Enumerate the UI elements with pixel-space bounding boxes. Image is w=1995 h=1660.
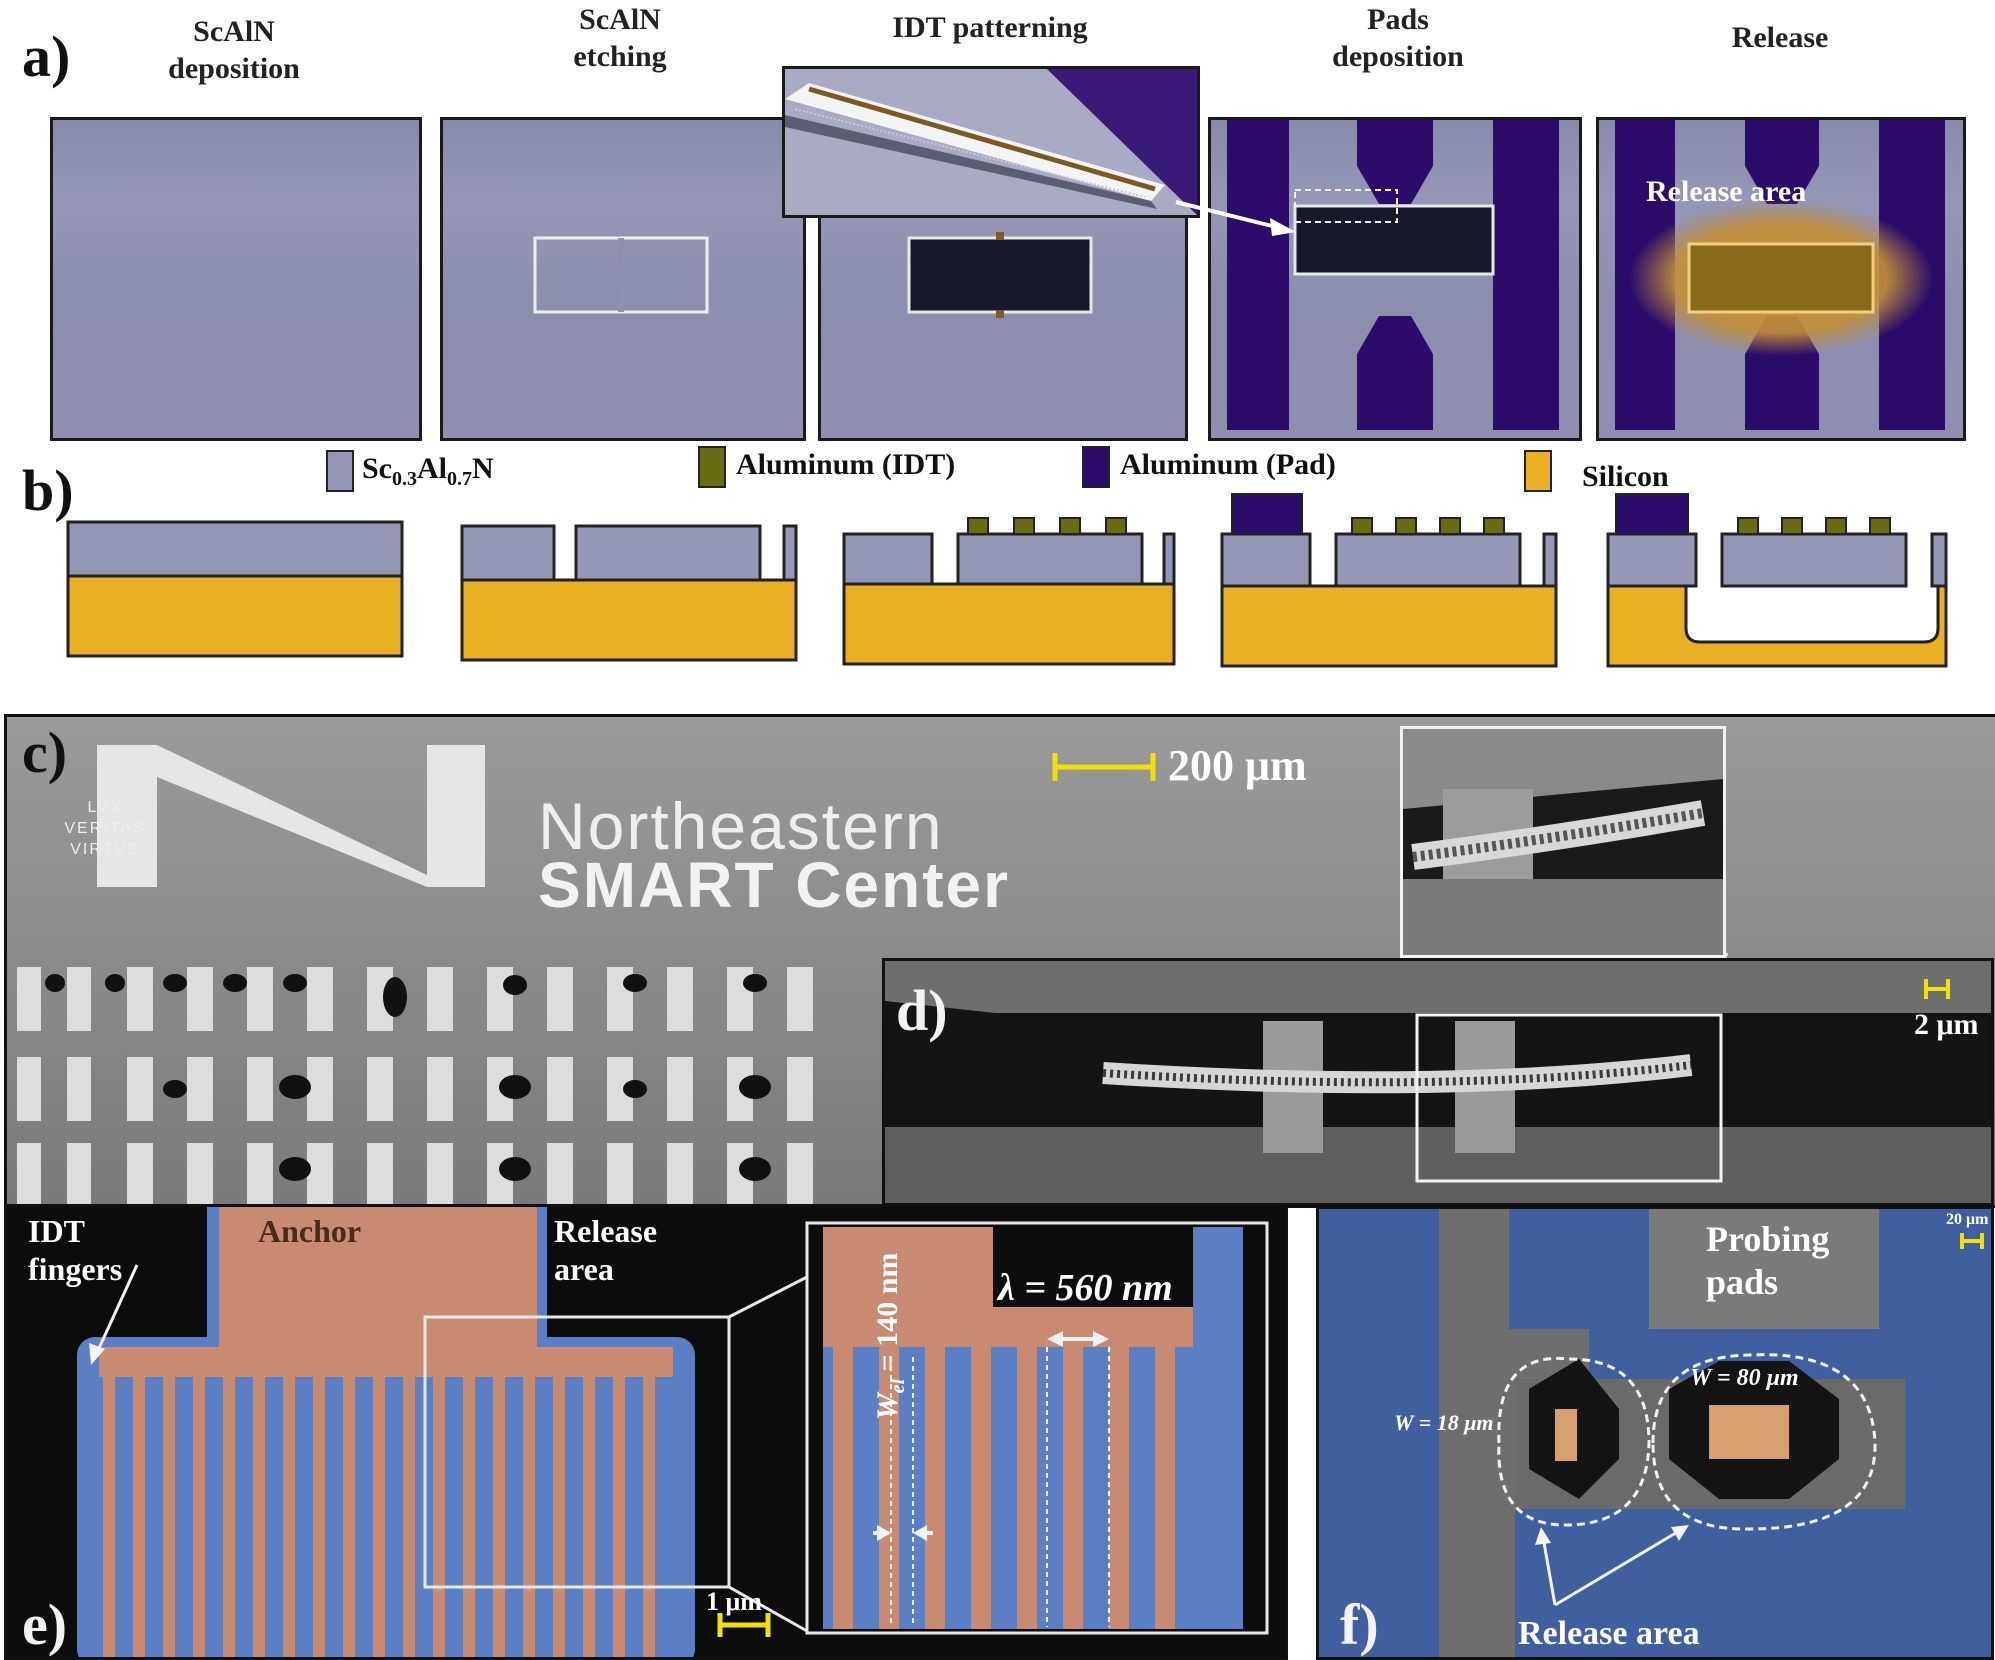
cross-section-2 bbox=[460, 524, 798, 662]
anchor-label: Anchor bbox=[258, 1213, 362, 1249]
legend-swatch-al-idt bbox=[698, 446, 726, 488]
step-title-3: IDT patterning bbox=[840, 10, 1140, 47]
wel-subscript: el bbox=[887, 1378, 909, 1394]
panel-c-inset bbox=[1400, 726, 1726, 958]
inset-beam bbox=[1403, 729, 1723, 955]
lambda-label: λ = 560 nm bbox=[998, 1267, 1173, 1309]
legend-scaln-al: Al bbox=[417, 452, 447, 485]
panel-c-scale-bar bbox=[1052, 753, 1156, 781]
step-2-line2: etching bbox=[573, 39, 667, 73]
panel-f-label: f) bbox=[1340, 1592, 1379, 1657]
legend-swatch-al-pad bbox=[1082, 446, 1110, 488]
step-4-top-view bbox=[1208, 117, 1582, 441]
panel-e-scale-text: 1 μm bbox=[706, 1587, 762, 1616]
panel-c-scale-text: 200 μm bbox=[1168, 741, 1307, 790]
cross-section-5 bbox=[1606, 493, 1948, 668]
logo-line-1: Northeastern bbox=[538, 789, 944, 863]
step-1-line1: ScAlN bbox=[193, 15, 275, 48]
panel-c-label: c) bbox=[22, 720, 68, 785]
probing-line2: pads bbox=[1706, 1262, 1779, 1303]
n-logo bbox=[97, 745, 485, 887]
wel-label: Wel = 140 nm bbox=[870, 1253, 910, 1420]
legend-scaln-sub1: 0.3 bbox=[392, 468, 417, 490]
cross-section-4 bbox=[1220, 493, 1558, 668]
legend-scaln-sub2: 0.7 bbox=[447, 468, 472, 490]
idt-label-line1: IDT bbox=[28, 1213, 85, 1249]
w-small-label: W = 18 μm bbox=[1394, 1410, 1494, 1435]
step-5-line1: Release bbox=[1731, 21, 1829, 54]
release-label-line1: Release bbox=[554, 1213, 658, 1249]
release-holes bbox=[45, 974, 771, 1181]
panel-f-graphic bbox=[1439, 1209, 1984, 1657]
panel-f-sem bbox=[1316, 1206, 1994, 1660]
release-area-label-f: Release area bbox=[1518, 1615, 1700, 1652]
cross-section-1 bbox=[66, 520, 404, 658]
panel-f-scale-bar bbox=[1960, 1233, 1984, 1249]
legend-label-silicon: Silicon bbox=[1582, 460, 1669, 493]
probing-line1: Probing bbox=[1706, 1219, 1830, 1259]
cross-section-3 bbox=[842, 517, 1176, 666]
panel-e-zoom-box bbox=[423, 1315, 731, 1589]
small-resonator bbox=[1555, 1409, 1577, 1461]
step-4-line2: deposition bbox=[1332, 39, 1464, 73]
release-area-label-e: Release area bbox=[554, 1212, 657, 1289]
wel-symbol: W bbox=[871, 1393, 904, 1420]
legend-swatch-silicon bbox=[1524, 450, 1552, 492]
panel-b-label: b) bbox=[22, 458, 74, 523]
panel-d-zoom-box bbox=[1415, 1013, 1723, 1183]
legend-scaln-n: N bbox=[472, 452, 494, 485]
etch-outline bbox=[533, 236, 709, 314]
resonator-array bbox=[17, 967, 813, 1205]
panel-e-label: e) bbox=[22, 1592, 68, 1657]
panel-d-graphic bbox=[885, 961, 1991, 1203]
idt-fingers-label: IDT fingers bbox=[28, 1212, 122, 1289]
step-5-top-view bbox=[1596, 117, 1966, 441]
logo-line-2: SMART Center bbox=[538, 849, 1011, 921]
step-title-5: Release bbox=[1630, 20, 1930, 57]
probing-pads-label: Probing pads bbox=[1706, 1218, 1829, 1304]
legend-label-al-idt: Aluminum (IDT) bbox=[736, 448, 956, 481]
idt-3d-inset bbox=[782, 66, 1200, 218]
legend-scaln-sc: Sc bbox=[362, 452, 392, 485]
idt-3d-render bbox=[785, 69, 1197, 215]
step-3-line1: IDT patterning bbox=[892, 11, 1088, 44]
step-1-line2: deposition bbox=[168, 51, 300, 85]
step-4-line1: Pads bbox=[1367, 3, 1429, 36]
panel-e-inset bbox=[805, 1221, 1269, 1635]
pads-top-view bbox=[1227, 120, 1559, 430]
release-top-view bbox=[1615, 120, 1945, 430]
wel-value: = 140 nm bbox=[871, 1252, 904, 1379]
step-title-4: Pads deposition bbox=[1248, 2, 1548, 75]
panel-c-graphic bbox=[17, 745, 1729, 1205]
idt-top-view bbox=[907, 232, 1093, 318]
panel-d-sem bbox=[882, 958, 1994, 1206]
seal-text: LVX VERITAS VIRTVS bbox=[64, 799, 146, 858]
step-1-top-view bbox=[50, 117, 422, 441]
step-2-top-view bbox=[440, 117, 806, 441]
panel-e-graphic bbox=[77, 1207, 1269, 1657]
panel-d-scale-text: 2 μm bbox=[1914, 1008, 1979, 1041]
step-2-line1: ScAlN bbox=[579, 3, 661, 36]
panel-e-sem bbox=[4, 1204, 1288, 1660]
step-title-1: ScAlN deposition bbox=[84, 14, 384, 87]
idt-label-line2: fingers bbox=[28, 1251, 123, 1288]
legend-swatch-scaln bbox=[326, 450, 354, 492]
w-large-label: W = 80 μm bbox=[1690, 1365, 1799, 1391]
legend-label-scaln: Sc0.3Al0.7N bbox=[362, 452, 494, 491]
panel-d-label: d) bbox=[896, 978, 948, 1043]
release-area-label-a: Release area bbox=[1646, 175, 1807, 208]
panel-a-label: a) bbox=[22, 24, 71, 89]
release-label-line2: area bbox=[554, 1251, 614, 1288]
large-resonator bbox=[1709, 1405, 1789, 1459]
step-title-2: ScAlN etching bbox=[470, 2, 770, 75]
legend-label-al-pad: Aluminum (Pad) bbox=[1120, 448, 1336, 481]
panel-e-scale-bar bbox=[717, 1613, 771, 1637]
panel-f-scale-text: 20 μm bbox=[1946, 1211, 1989, 1228]
panel-d-scale-bar bbox=[1924, 979, 1950, 999]
